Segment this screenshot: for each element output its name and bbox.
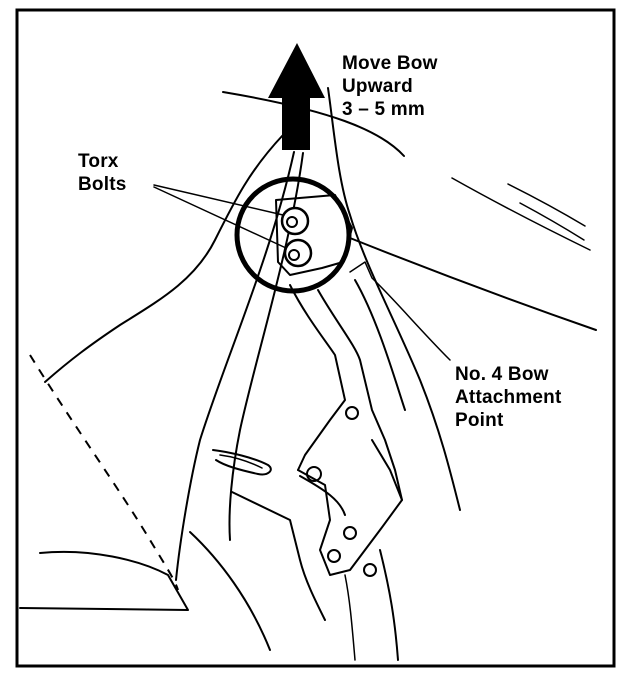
torx-bolts-line-2: Bolts bbox=[78, 174, 127, 195]
rivet-3 bbox=[343, 526, 357, 540]
torx-bolts-label: Torx Bolts bbox=[78, 150, 127, 196]
hinge-upper-link-2 bbox=[317, 289, 403, 501]
rivet-2 bbox=[306, 466, 322, 482]
leader-torx-upper bbox=[153, 184, 284, 216]
bow-attachment-line-3: Point bbox=[455, 410, 504, 431]
spring-clip bbox=[212, 449, 272, 476]
lower-curve-3 bbox=[344, 574, 356, 661]
bow-right-edge bbox=[327, 87, 461, 511]
lower-curve-2 bbox=[379, 549, 399, 661]
move-bow-line-2: Upward bbox=[342, 76, 413, 97]
move-bow-upward-label: Move Bow Upward 3 – 5 mm bbox=[342, 52, 438, 121]
leader-torx-lower bbox=[153, 186, 287, 249]
bow-attachment-line-2: Attachment bbox=[455, 387, 562, 408]
torx-bolt-lower bbox=[283, 238, 313, 268]
dashed-panel-edge bbox=[29, 354, 179, 591]
torx-bolt-upper bbox=[280, 206, 310, 236]
bow-attachment-line-1: No. 4 Bow bbox=[455, 364, 549, 385]
spring-clip-inner bbox=[219, 454, 263, 469]
rivet-5 bbox=[363, 563, 377, 577]
move-bow-line-3: 3 – 5 mm bbox=[342, 99, 425, 120]
glass-curve-1 bbox=[451, 177, 591, 251]
bow-right-edge-2 bbox=[354, 279, 406, 411]
bottom-left-panel bbox=[19, 550, 189, 611]
torx-bolts-line-1: Torx bbox=[78, 151, 119, 172]
roof-curve bbox=[222, 91, 405, 157]
hinge-arm-lower bbox=[299, 475, 346, 516]
bow-long-curve bbox=[349, 237, 597, 331]
move-bow-line-1: Move Bow bbox=[342, 53, 438, 74]
hinge-upper-link bbox=[289, 284, 346, 471]
bow-pillar-left bbox=[175, 151, 295, 581]
bow-left-profile bbox=[44, 134, 284, 383]
rivet-1 bbox=[345, 406, 359, 420]
hinge-plate bbox=[297, 439, 403, 576]
bow-attachment-point-label: No. 4 Bow Attachment Point bbox=[455, 363, 562, 432]
lower-bracket bbox=[231, 491, 326, 621]
rivet-4 bbox=[327, 549, 341, 563]
leader-bow-point bbox=[349, 261, 451, 361]
glass-curve-2 bbox=[507, 183, 586, 227]
lower-curve-left bbox=[189, 531, 271, 651]
glass-curve-3 bbox=[519, 202, 585, 241]
upward-arrow-icon bbox=[268, 43, 325, 150]
figure-frame bbox=[15, 8, 616, 668]
